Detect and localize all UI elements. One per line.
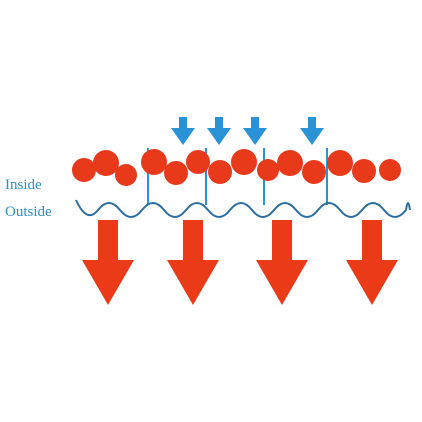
outflow-arrows-group <box>82 220 398 305</box>
red-particle-icon <box>72 158 96 182</box>
membrane-line <box>75 199 411 218</box>
inside-label: Inside <box>5 177 42 193</box>
red-particle-icon <box>327 150 353 176</box>
red-down-arrow-icon <box>346 220 398 305</box>
red-down-arrow-icon <box>167 220 219 305</box>
red-particle-icon <box>93 150 119 176</box>
red-particle-icon <box>115 164 137 186</box>
blue-down-arrow-icon <box>207 117 231 145</box>
red-down-arrow-icon <box>82 220 134 305</box>
red-particle-icon <box>277 150 303 176</box>
blue-down-arrow-icon <box>171 117 195 145</box>
red-particle-icon <box>141 149 167 175</box>
red-particle-icon <box>302 160 326 184</box>
outside-label: Outside <box>5 204 52 220</box>
blue-down-arrow-icon <box>243 117 267 145</box>
blue-down-arrow-icon <box>300 117 324 145</box>
red-particle-icon <box>379 159 401 181</box>
inflow-arrows-group <box>171 117 324 145</box>
red-particle-icon <box>186 150 210 174</box>
red-particle-icon <box>352 159 376 183</box>
red-particle-icon <box>208 160 232 184</box>
red-particle-icon <box>164 161 188 185</box>
red-particle-icon <box>257 159 279 181</box>
red-down-arrow-icon <box>256 220 308 305</box>
red-particle-icon <box>231 149 257 175</box>
particles-group <box>72 149 401 186</box>
